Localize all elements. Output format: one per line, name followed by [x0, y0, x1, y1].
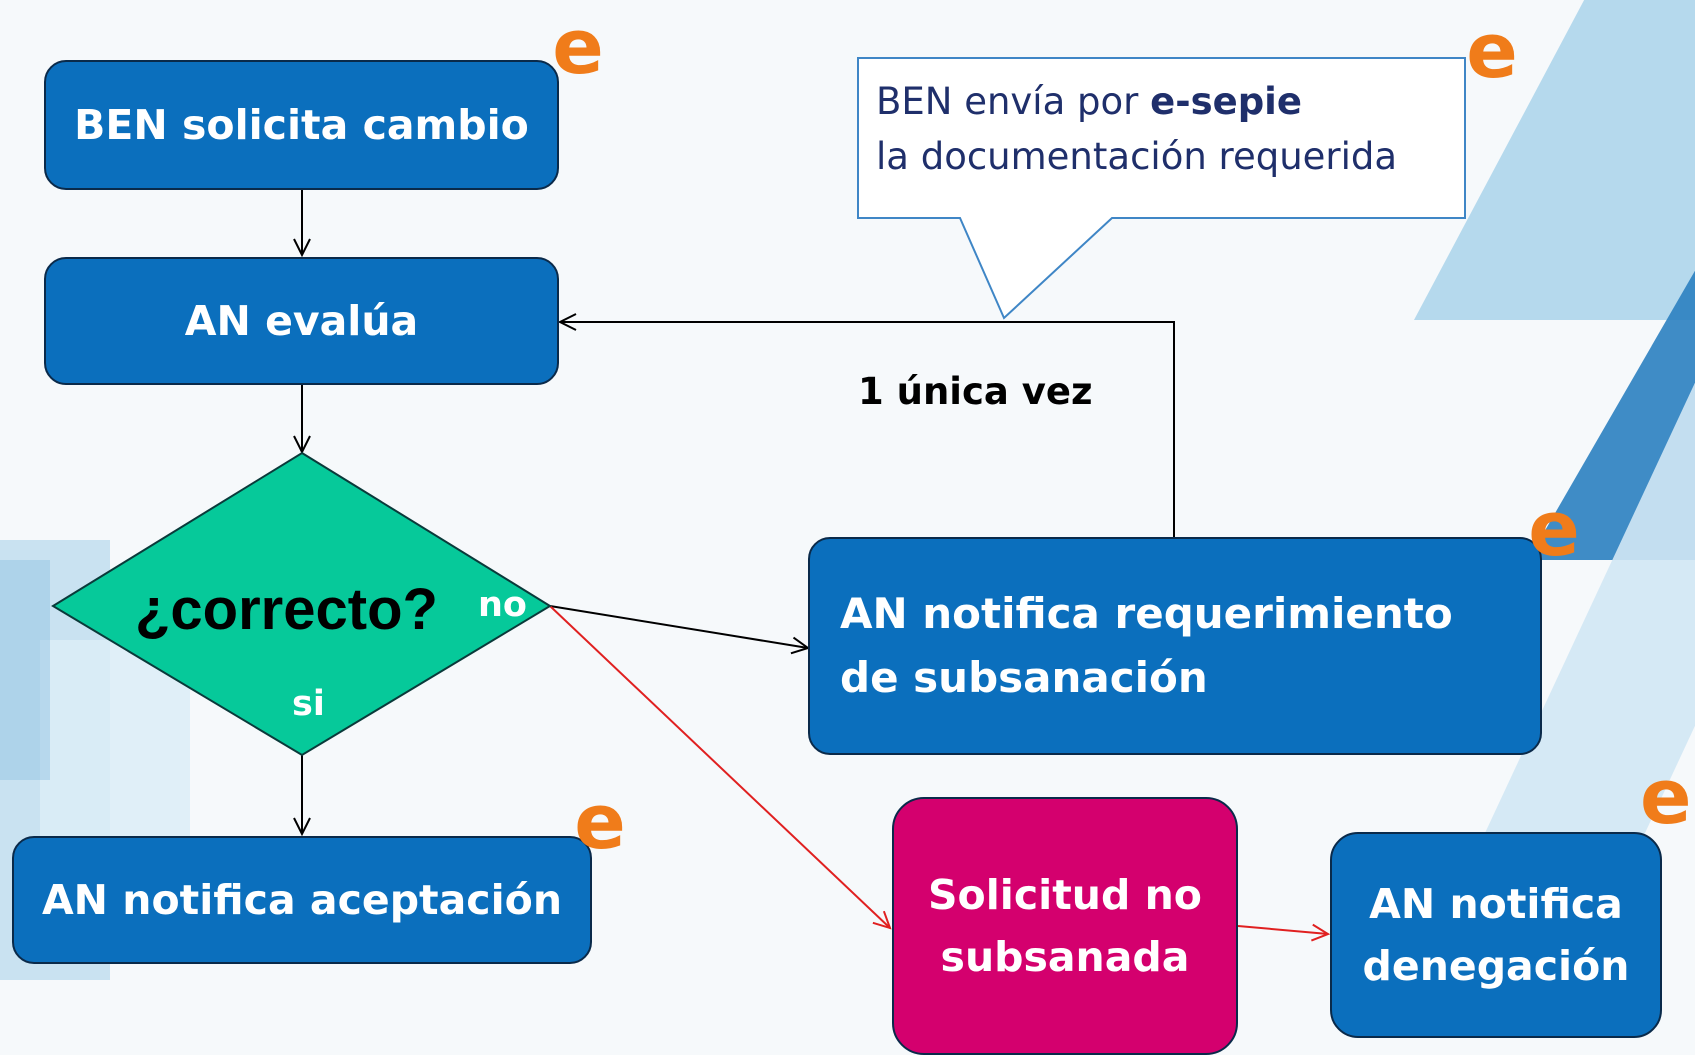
callout-bubble — [857, 57, 1466, 320]
box-an-evalua: AN evalúa — [44, 257, 559, 385]
arrow-to-no-subsanada — [549, 605, 890, 928]
box-ben-solicita-cambio-label: BEN solicita cambio — [74, 101, 529, 149]
box-an-notifica-aceptacion: AN notifica aceptación — [12, 836, 592, 964]
box-an-notifica-requerimiento: AN notifica requerimiento de subsanación — [808, 537, 1542, 755]
decision-question: ¿correcto? — [135, 577, 438, 642]
loop-label: 1 única vez — [858, 370, 1093, 413]
callout-line1: BEN envía por e-sepie — [876, 74, 1397, 129]
box-an-evalua-label: AN evalúa — [184, 297, 419, 345]
box-an-notifica-aceptacion-label: AN notifica aceptación — [41, 876, 563, 924]
e-sepie-icon: e — [1640, 768, 1692, 830]
box-no-subsanada-line1: Solicitud no — [928, 871, 1202, 919]
decision-si-label: si — [292, 684, 325, 724]
callout-esepie: e-sepie — [1150, 80, 1302, 123]
arrow-loop-back-to-evalua — [560, 322, 1175, 537]
box-requerimiento-line2: de subsanación — [840, 653, 1208, 702]
box-requerimiento-line1: AN notifica requerimiento — [840, 589, 1453, 638]
callout-prefix: BEN envía por — [876, 80, 1151, 123]
arrow-no-to-requerimiento — [549, 605, 808, 648]
callout-line2: la documentación requerida — [876, 135, 1398, 178]
box-an-notifica-denegacion: AN notifica denegación — [1330, 832, 1662, 1038]
bg-stripe — [0, 560, 50, 780]
e-sepie-icon: e — [552, 2, 604, 91]
box-ben-solicita-cambio: BEN solicita cambio — [44, 60, 559, 190]
box-denegacion-line1: AN notifica — [1369, 880, 1623, 928]
arrow-to-denegacion — [1237, 926, 1328, 934]
e-sepie-icon: e — [574, 777, 626, 866]
box-no-subsanada-line2: subsanada — [940, 933, 1190, 981]
box-solicitud-no-subsanada: Solicitud no subsanada — [892, 797, 1238, 1055]
e-sepie-icon: e — [1528, 484, 1580, 573]
decision-diamond — [51, 451, 552, 757]
box-denegacion-line2: denegación — [1362, 942, 1630, 990]
callout-text: BEN envía por e-sepie la documentación r… — [876, 74, 1397, 184]
decision-no-label: no — [478, 585, 527, 625]
e-sepie-icon: e — [1466, 6, 1518, 95]
